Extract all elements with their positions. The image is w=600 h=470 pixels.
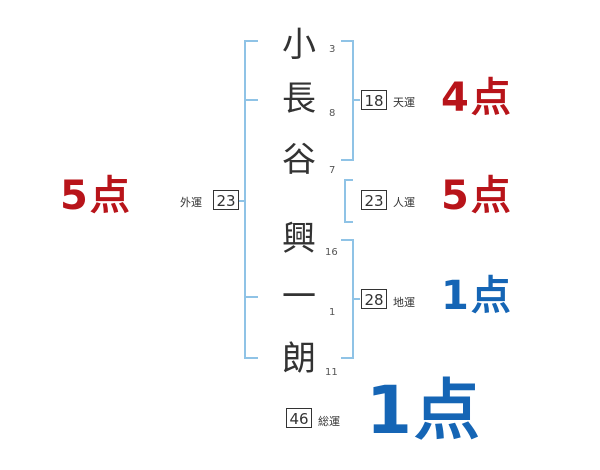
gaiun-value-box: 23 [213,190,239,210]
jinun-bracket [344,179,353,223]
jinun-label: 人運 [393,196,415,209]
tenun-value-box: 18 [361,90,387,110]
chiun-points: 1点 [441,273,513,319]
stroke-count-6: 11 [325,367,338,378]
name-char-1: 小 [282,25,316,65]
gaiun-label: 外運 [180,196,202,209]
stroke-count-1: 3 [329,44,336,55]
name-char-6: 朗 [282,339,316,379]
chiun-label: 地運 [393,296,415,309]
chiun-bracket [341,239,354,359]
left-bracket [244,40,258,359]
tenun-points: 4点 [441,75,513,121]
souun-label: 総運 [318,415,340,428]
stroke-count-2: 8 [329,108,336,119]
name-char-3: 谷 [282,140,316,180]
name-char-2: 長 [282,79,316,119]
stroke-count-3: 7 [329,165,336,176]
name-char-4: 興 [282,219,316,259]
souun-value-box: 46 [286,408,312,428]
tenun-label: 天運 [393,96,415,109]
jinun-value-box: 23 [361,190,387,210]
stroke-count-5: 1 [329,307,336,318]
name-char-5: 一 [282,277,316,317]
stroke-count-4: 16 [325,247,338,258]
souun-points: 1点 [366,372,482,449]
tenun-bracket [341,40,354,161]
jinun-points: 5点 [441,173,513,219]
gaiun-points: 5点 [60,173,132,219]
chiun-value-box: 28 [361,289,387,309]
